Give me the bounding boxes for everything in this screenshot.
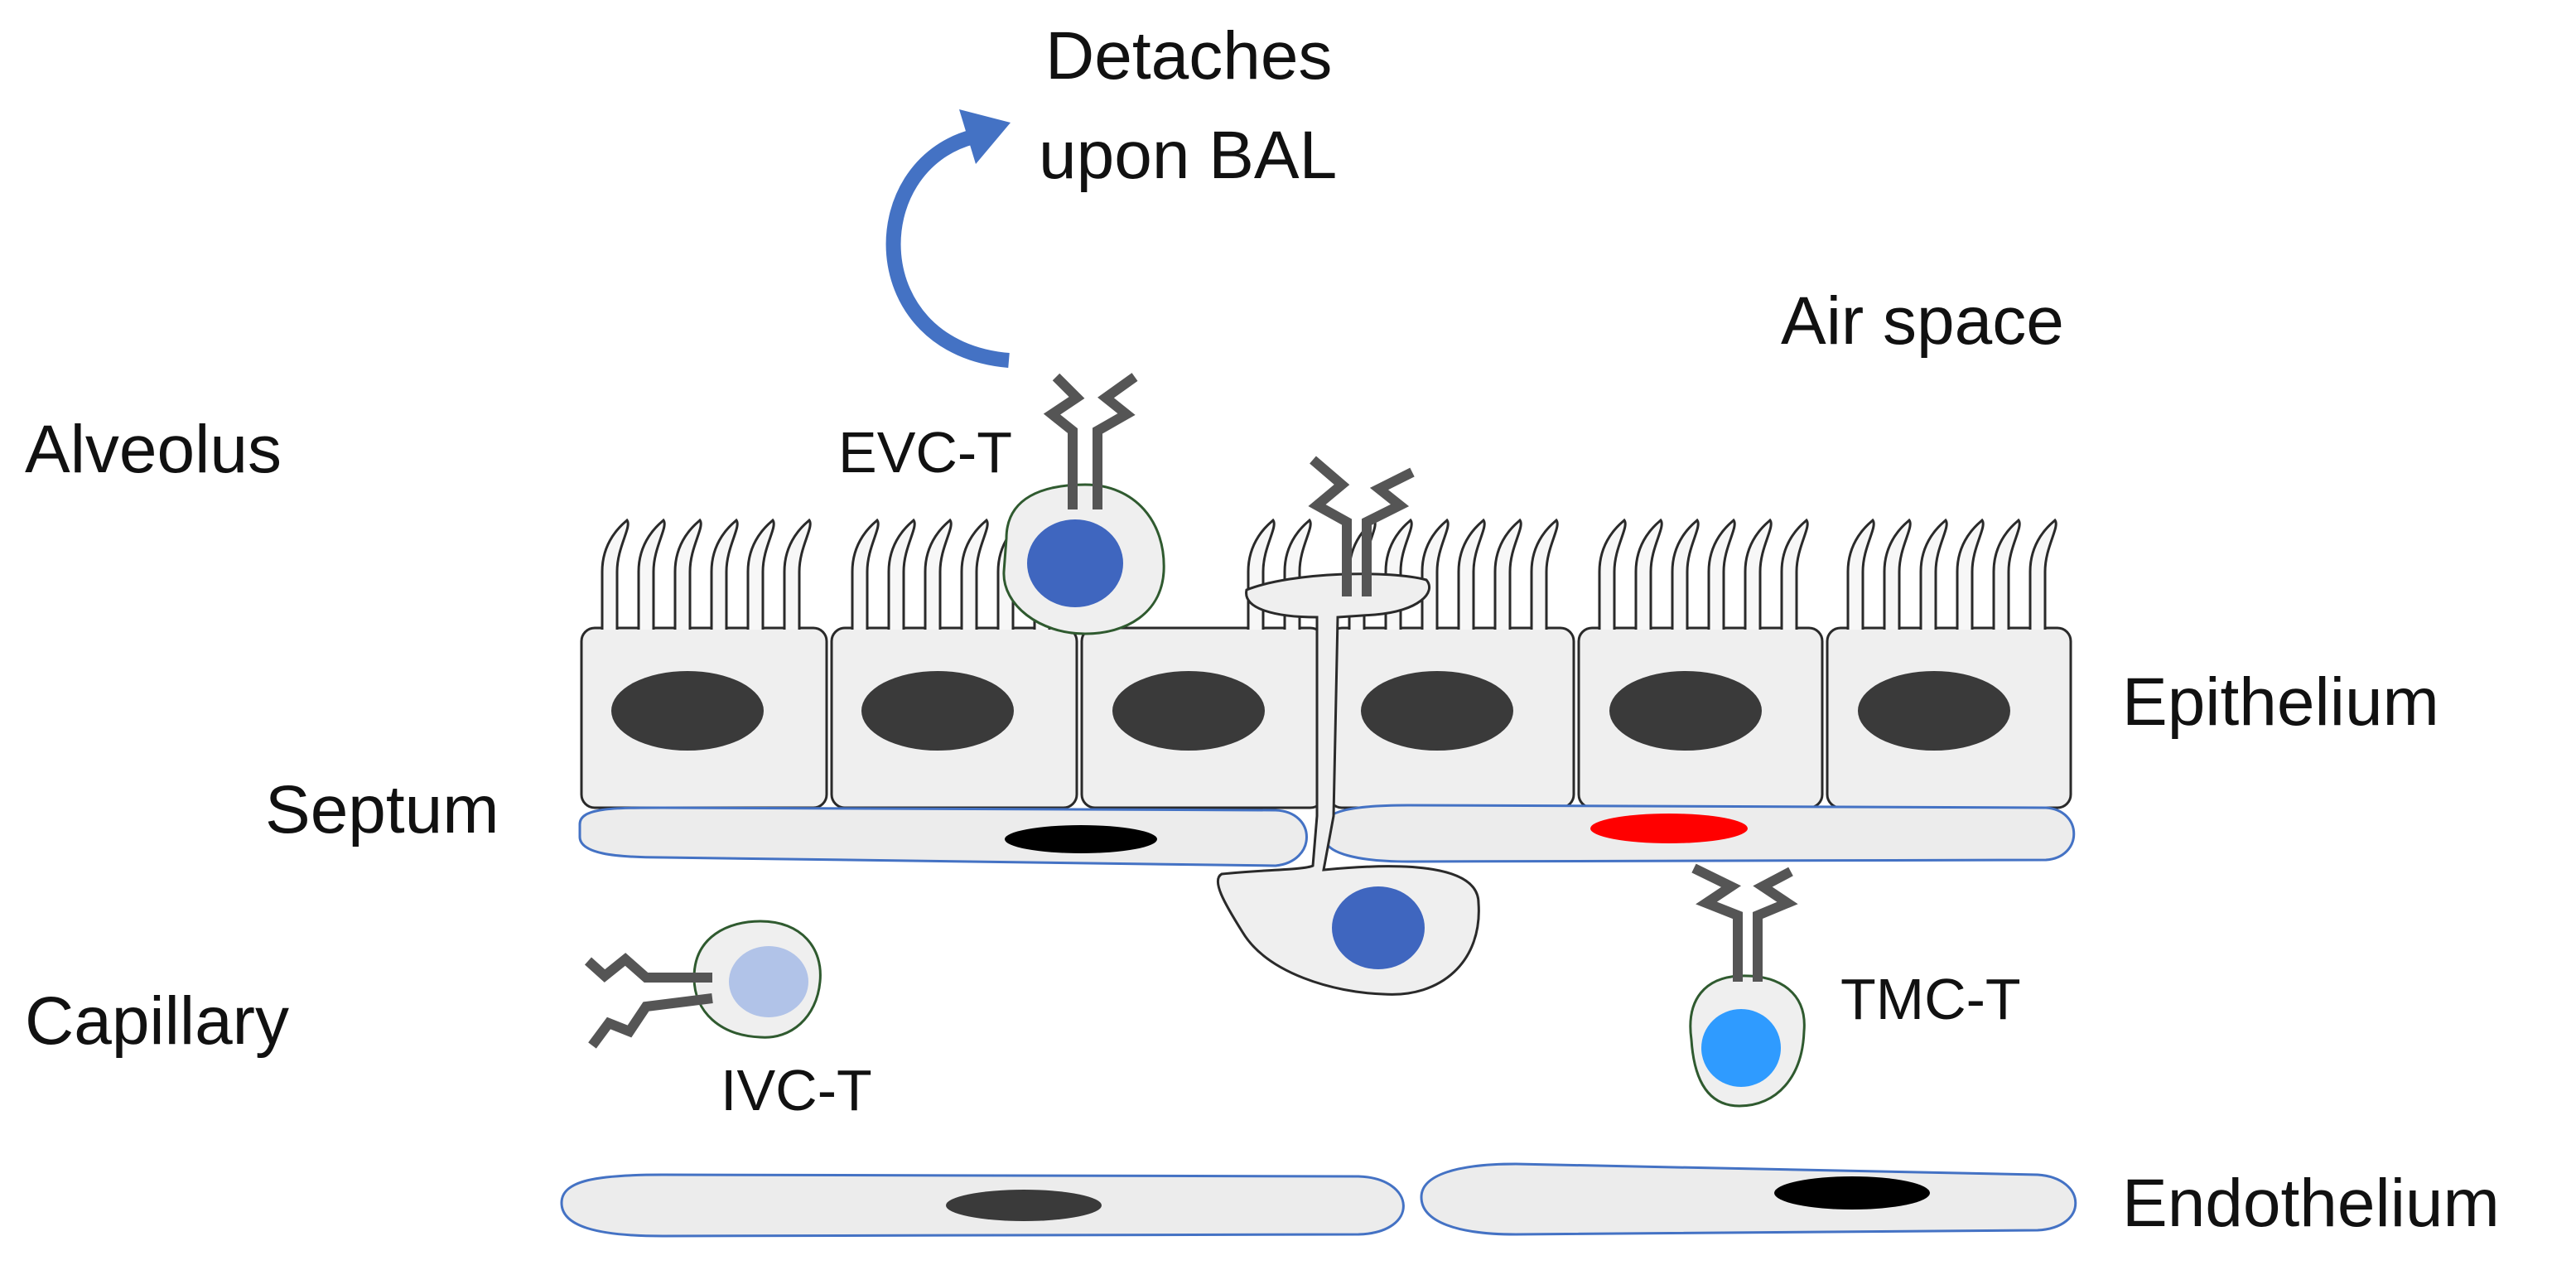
cilium	[1919, 518, 1948, 630]
nucleus	[1701, 1009, 1781, 1087]
detaches-label-line2: upon BAL	[1039, 118, 1337, 193]
endothelial-nucleus	[1774, 1176, 1930, 1210]
receptor-tmc	[1691, 863, 1798, 982]
nucleus	[1858, 671, 2010, 751]
cilium	[746, 518, 775, 630]
epithelial-cell	[1826, 626, 2072, 809]
nucleus	[1361, 671, 1513, 751]
capillary-label: Capillary	[25, 983, 289, 1059]
cilium	[1457, 518, 1486, 630]
cilium	[1671, 518, 1700, 630]
cilium	[1780, 518, 1809, 630]
endothelium-label: Endothelium	[2122, 1166, 2500, 1241]
cilium	[1493, 518, 1522, 630]
receptor-ivc	[584, 953, 713, 1049]
evc-t-cell	[1002, 483, 1165, 635]
cilium	[1598, 518, 1627, 630]
tmc-t-cell	[1689, 974, 1806, 1108]
epithelial-cell	[1080, 626, 1325, 809]
nucleus	[1332, 886, 1425, 969]
nucleus	[861, 671, 1014, 751]
cilium	[783, 518, 812, 630]
receptor-evc	[1043, 373, 1138, 509]
epithelium-label: Epithelium	[2122, 664, 2439, 740]
nucleus	[611, 671, 764, 751]
nucleus	[1112, 671, 1265, 751]
nucleus	[729, 946, 808, 1017]
endothelial-nucleus	[946, 1190, 1102, 1221]
nucleus	[1027, 519, 1123, 607]
cilium	[1883, 518, 1912, 630]
detaches-label-line1: Detaches	[1045, 18, 1332, 94]
epithelial-cell	[830, 626, 1078, 809]
septum-nucleus-red	[1590, 814, 1748, 843]
cilium	[2028, 518, 2057, 630]
ivc-t-label: IVC-T	[721, 1058, 872, 1123]
cilium	[637, 518, 666, 630]
evc-t-label: EVC-T	[838, 420, 1012, 485]
septum-cell-left	[578, 806, 1308, 867]
cilium	[1744, 518, 1773, 630]
septum-nucleus-black	[1005, 825, 1157, 853]
cilium	[1634, 518, 1663, 630]
alveolus-label: Alveolus	[25, 412, 282, 487]
cilium	[710, 518, 739, 630]
air-space-label: Air space	[1781, 283, 2064, 359]
epithelial-cell	[1327, 626, 1575, 809]
cilium	[1707, 518, 1736, 630]
epithelial-cell	[580, 626, 828, 809]
endothelium-layer	[560, 1162, 2077, 1238]
receptor-transmigrating	[1308, 456, 1415, 596]
cilium	[1956, 518, 1985, 630]
cilium	[601, 518, 630, 630]
ivc-t-cell	[692, 920, 822, 1039]
cilium	[887, 518, 916, 630]
cilium	[1846, 518, 1875, 630]
cilium	[960, 518, 989, 630]
tmc-t-label: TMC-T	[1840, 967, 2021, 1031]
transmigrating-cell	[1216, 572, 1480, 996]
endothelial-cell-right	[1420, 1162, 2077, 1236]
epithelial-cell	[1577, 626, 1824, 809]
cilium	[673, 518, 702, 630]
cilium	[1992, 518, 2021, 630]
cilium	[851, 518, 880, 630]
septum-label: Septum	[265, 772, 499, 847]
cilium	[1530, 518, 1559, 630]
cilium	[1421, 518, 1450, 630]
septum-layer	[578, 804, 2076, 867]
nucleus	[1609, 671, 1762, 751]
detach-arrowhead	[959, 109, 1011, 164]
detach-arrow	[885, 129, 1010, 368]
cilium	[924, 518, 953, 630]
